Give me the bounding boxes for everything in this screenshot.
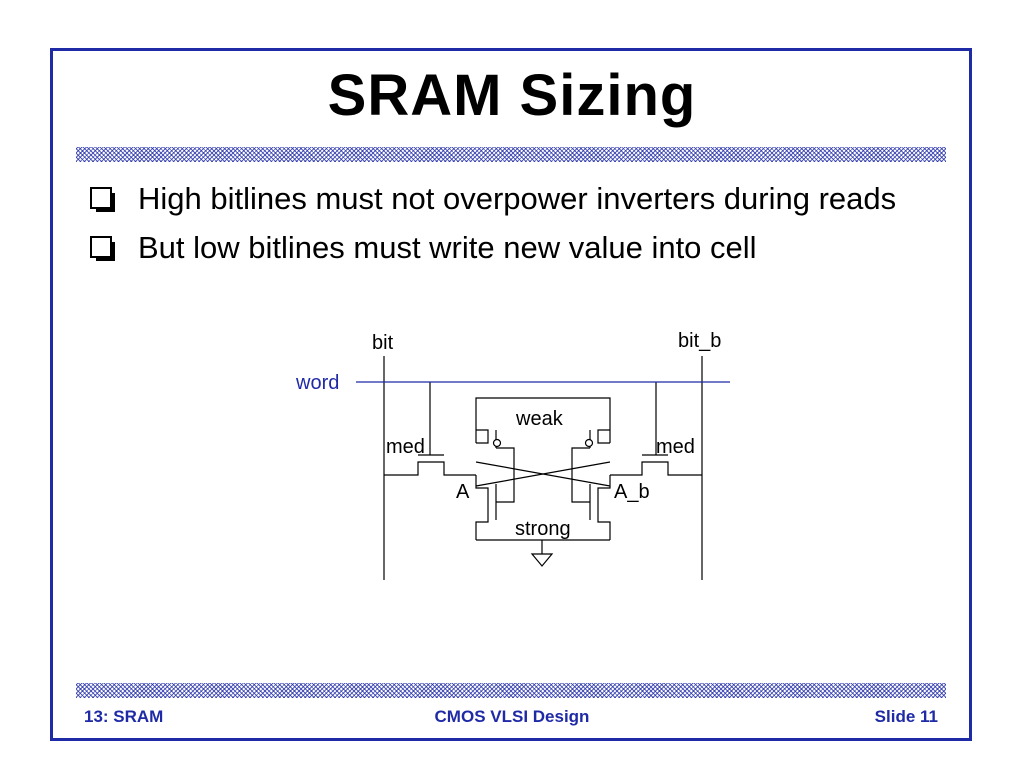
pmos-left (476, 429, 489, 444)
top-rail (475, 397, 611, 443)
node-a-b-label: A_b (614, 481, 650, 503)
bullet-list: High bitlines must not overpower inverte… (88, 178, 908, 276)
ground-icon (530, 553, 554, 567)
checkbox-bullet-icon (90, 187, 115, 212)
med-right-label: med (656, 436, 695, 458)
pmos-right (597, 429, 610, 444)
footer-divider (76, 683, 946, 698)
slide-title: SRAM Sizing (327, 63, 697, 128)
access-channel-right (610, 461, 702, 476)
access-channel-left (384, 461, 476, 476)
med-left-label: med (386, 436, 425, 458)
word-label: word (295, 372, 339, 394)
bullet-item: High bitlines must not overpower inverte… (88, 178, 908, 219)
bit-bar-label: bit_b (678, 330, 721, 352)
inverter-gate-right (571, 447, 590, 503)
slide-frame (50, 48, 972, 741)
cross-wire-2 (475, 461, 611, 487)
pmos-bubble-right (584, 438, 594, 448)
footer-chapter: 13: SRAM (84, 707, 164, 726)
pmos-bubble-left (492, 438, 502, 448)
node-a-label: A (456, 481, 470, 503)
footer-course: CMOS VLSI Design (434, 707, 590, 726)
title-divider (76, 147, 946, 162)
bullet-text: High bitlines must not overpower inverte… (138, 181, 897, 216)
bullet-item: But low bitlines must write new value in… (88, 227, 908, 268)
bullet-text: But low bitlines must write new value in… (138, 230, 757, 265)
strong-label: strong (515, 518, 571, 540)
weak-label: weak (515, 408, 564, 430)
inverter-gate-left (496, 447, 515, 503)
bit-label: bit (372, 332, 394, 354)
footer-slide-number: Slide 11 (874, 707, 938, 726)
checkbox-bullet-icon (90, 236, 115, 261)
